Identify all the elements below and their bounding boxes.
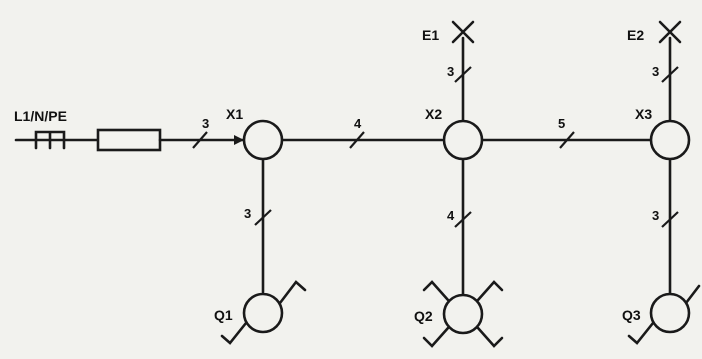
switch-icon [242,292,284,334]
lamp-label: E2 [627,27,644,43]
count-x2-q2: 4 [447,208,455,223]
switch-lever-icon [278,280,307,305]
junction-box-label: X1 [226,106,243,122]
feed-arrow-icon [234,135,244,145]
switch-q1: Q1 [214,280,307,345]
feed-tick [192,131,208,149]
tick-x1-x2 [349,131,365,149]
junction-box-icon [442,119,484,161]
tick-x1-q1 [254,209,272,226]
switch-icon [649,292,691,334]
count-x2-e1: 3 [447,64,454,79]
count-x3-q3: 3 [652,208,659,223]
switch-lever-icon [627,321,655,345]
count-x1-x2: 4 [354,116,362,131]
main-run: 4 5 [280,116,652,149]
count-x1-q1: 3 [244,206,251,221]
junction-box-x3: X3 [635,106,691,161]
switch-label: Q1 [214,307,233,323]
light-e2: E2 [627,20,682,44]
lamp-label: E1 [422,27,439,43]
junction-box-label: X2 [425,106,442,122]
lamp-icon [451,20,475,44]
switch-lever-icon [684,284,701,305]
switch-icon [442,293,484,335]
switch-q2: Q2 [414,280,504,348]
tick-x2-q2 [454,211,472,228]
switch-lever-icon [422,326,450,348]
vertical-drops: 3 3 4 3 3 [244,36,679,298]
switch-lever-icon [220,321,248,345]
junction-box-label: X3 [635,106,652,122]
tick-x2-x3 [559,131,575,149]
supply-entry: L1/N/PE 3 [14,108,246,152]
light-e1: E1 [422,20,475,44]
plug-icon [34,130,66,150]
junction-box-icon [242,119,284,161]
supply-label: L1/N/PE [14,108,67,124]
count-x2-x3: 5 [558,116,565,131]
fuse-symbol [96,128,162,152]
tick-x3-q3 [661,211,679,228]
junction-box-x2: X2 [425,106,484,161]
switch-lever-icon [476,280,504,302]
tick-x2-e1 [454,66,472,83]
lamp-icon [658,20,682,44]
switch-label: Q3 [622,307,641,323]
junction-box-x1: X1 [226,106,284,161]
junction-box-icon [649,119,691,161]
switch-q3: Q3 [622,284,701,345]
switch-lever-icon [422,280,450,302]
switch-lever-icon [476,326,504,348]
tick-x3-e2 [661,66,679,83]
count-x3-e2: 3 [652,64,659,79]
switch-label: Q2 [414,308,433,324]
feed-count: 3 [202,116,209,131]
